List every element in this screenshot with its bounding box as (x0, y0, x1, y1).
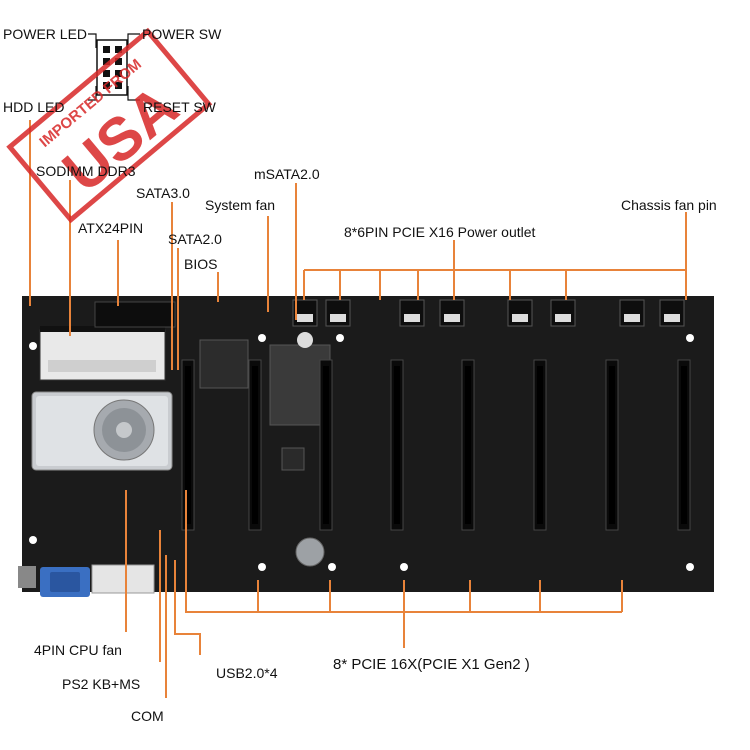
sodimm-slot (39, 329, 166, 381)
pcie-slots (181, 359, 691, 531)
pcie-slot (181, 359, 195, 531)
label-usb: USB2.0*4 (216, 665, 278, 681)
pcie-slot (390, 359, 404, 531)
pcie-power-connector (507, 299, 533, 327)
label-system-fan: System fan (205, 197, 276, 213)
pcie-power-connectors (292, 299, 685, 327)
label-chassis-fan: Chassis fan pin (621, 197, 717, 213)
label-sata3: SATA3.0 (136, 185, 190, 201)
callout-lines (29, 120, 687, 698)
label-power-led: POWER LED (3, 26, 88, 42)
label-atx24: ATX24PIN (78, 220, 144, 236)
pcie-slot (677, 359, 691, 531)
label-power-sw: POWER SW (142, 26, 222, 42)
pcie-power-connector (325, 299, 351, 327)
mounting-holes (29, 334, 694, 571)
label-pcie-power: 8*6PIN PCIE X16 Power outlet (344, 224, 536, 240)
label-pcie-slots: 8* PCIE 16X(PCIE X1 Gen2 ) (333, 656, 530, 673)
cmos-battery (295, 537, 325, 567)
label-com: COM (131, 708, 164, 724)
label-cpu-fan: 4PIN CPU fan (34, 642, 122, 658)
pcie-slot (319, 359, 333, 531)
pcie-slot (605, 359, 619, 531)
label-sata2: SATA2.0 (168, 231, 222, 247)
pcie-power-connector (399, 299, 425, 327)
usb-ports (91, 564, 155, 594)
pcie-slot (248, 359, 262, 531)
label-hdd-led: HDD LED (3, 99, 65, 115)
pcie-power-connector (550, 299, 576, 327)
label-ps2: PS2 KB+MS (62, 676, 141, 692)
cpu-heatsink (31, 391, 173, 471)
label-reset-sw: RESET SW (143, 99, 216, 115)
callout-line (174, 560, 201, 655)
chipset (199, 339, 249, 389)
label-msata: mSATA2.0 (254, 166, 320, 182)
atx24-connector (94, 301, 176, 328)
pcie-slot (533, 359, 547, 531)
callout-line (185, 490, 622, 613)
pcie-power-connector (439, 299, 465, 327)
label-bios: BIOS (184, 256, 218, 272)
pcie-power-connector (619, 299, 645, 327)
pcie-power-connector (659, 299, 685, 327)
pcie-slot (461, 359, 475, 531)
label-sodimm: SODIMM DDR3 (36, 163, 136, 179)
